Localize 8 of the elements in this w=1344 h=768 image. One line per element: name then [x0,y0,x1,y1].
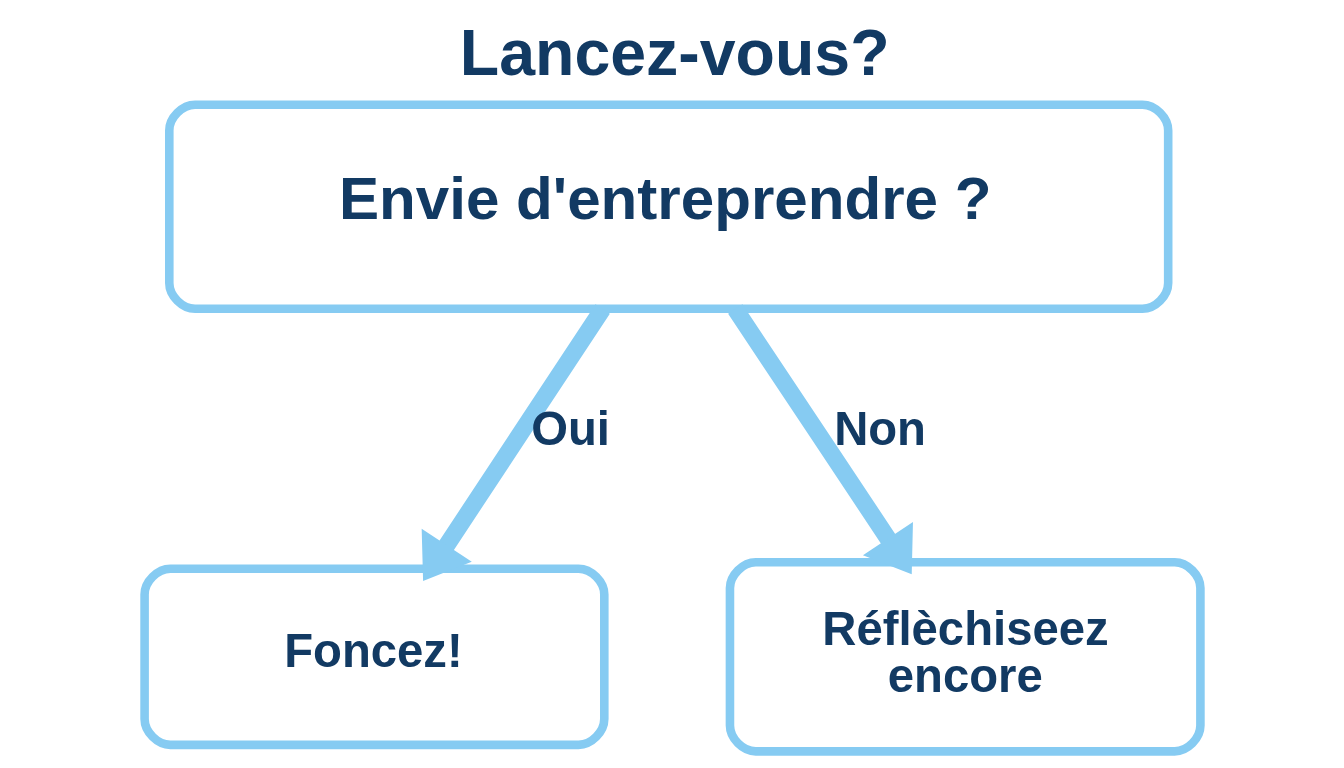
edge-label: Non [833,402,926,456]
arrow [727,304,913,575]
node-box: Foncez! [139,564,609,750]
arrow [421,304,610,581]
node-box: Réflèchiseez encore [725,558,1205,756]
edge-label: Oui [530,402,610,456]
node-box: Envie d'entreprendre ? [164,100,1172,314]
diagram-title: Lancez-vous? [459,16,890,89]
